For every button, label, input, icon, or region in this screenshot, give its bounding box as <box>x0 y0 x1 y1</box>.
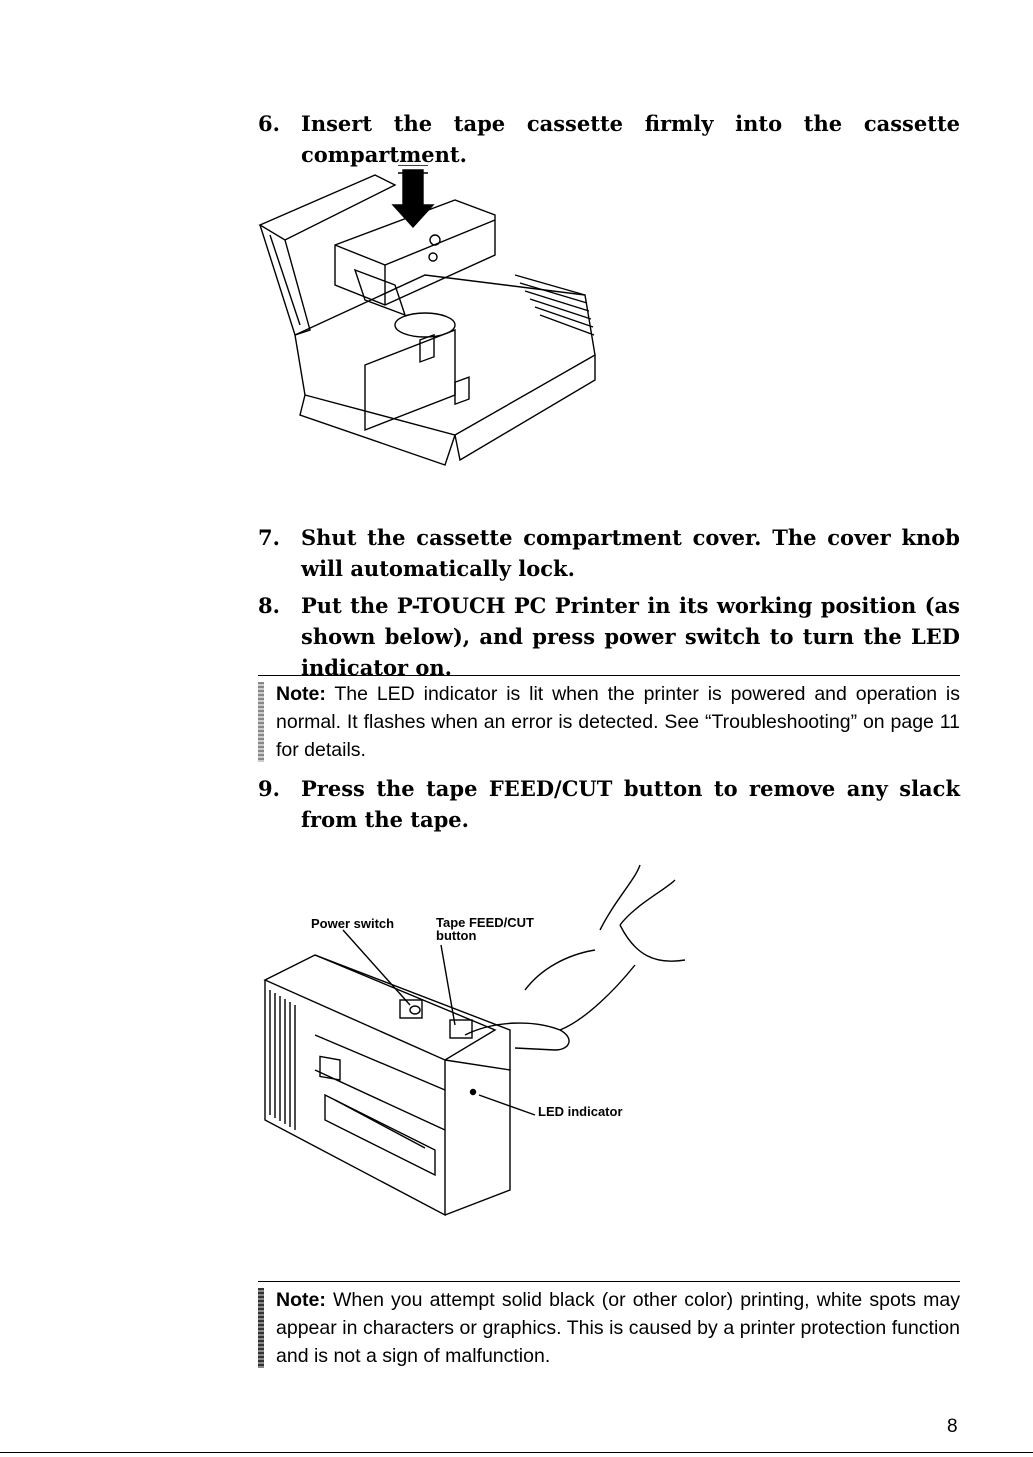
step-6: 6. Insert the tape cassette firmly into … <box>258 108 960 170</box>
step-number: 8. <box>258 593 280 618</box>
step-number: 7. <box>258 525 280 550</box>
note-label: Note: <box>276 1289 326 1311</box>
feed-cut-label-line1: Tape FEED/CUT <box>436 915 534 930</box>
note-body: Note: When you attempt solid black (or o… <box>276 1286 960 1370</box>
power-switch-label: Power switch <box>311 916 395 931</box>
step-8: 8. Put the P-TOUCH PC Printer in its wor… <box>258 590 960 683</box>
note-body: Note: The LED indicator is lit when the … <box>276 680 960 764</box>
step-text: Shut the cassette compartment cover. The… <box>301 525 960 581</box>
note-text: When you attempt solid black (or other c… <box>276 1289 960 1367</box>
step-7: 7. Shut the cassette compartment cover. … <box>258 522 960 584</box>
step-text: Insert the tape cassette firmly into the… <box>301 111 960 167</box>
step-text: Press the tape FEED/CUT button to remove… <box>301 776 960 832</box>
bottom-rule <box>0 1452 1033 1453</box>
page-number: 8 <box>947 1416 958 1437</box>
step-text: Put the P-TOUCH PC Printer in its workin… <box>301 593 960 680</box>
note-solid-printing: Note: When you attempt solid black (or o… <box>258 1281 960 1370</box>
cassette-insertion-illustration <box>258 165 596 466</box>
note-bar <box>258 1288 264 1368</box>
step-9: 9. Press the tape FEED/CUT button to rem… <box>258 773 960 835</box>
step-number: 6. <box>258 111 280 136</box>
led-indicator-label: LED indicator <box>538 1104 623 1119</box>
feed-cut-label-line2: button <box>436 928 477 943</box>
feed-cut-label: Tape FEED/CUT button <box>436 916 534 942</box>
note-bar <box>258 682 264 762</box>
note-text: The LED indicator is lit when the printe… <box>276 683 960 761</box>
note-led: Note: The LED indicator is lit when the … <box>258 675 960 764</box>
note-label: Note: <box>276 683 326 705</box>
printer-controls-illustration <box>263 864 686 1217</box>
step-number: 9. <box>258 776 280 801</box>
